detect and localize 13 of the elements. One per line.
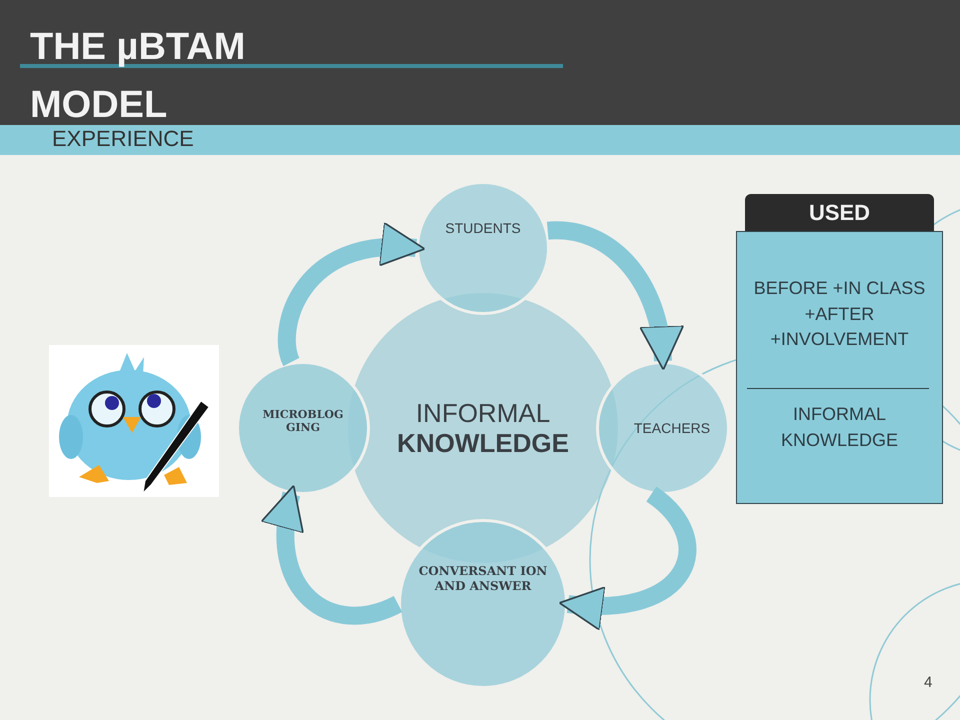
slide-title: THE µBTAM MODEL	[30, 25, 246, 128]
node-label: TEACHERS	[632, 420, 710, 436]
curved-arrow	[278, 224, 426, 365]
card-text: BEFORE +IN CLASS +AFTER +INVOLVEMENT	[752, 277, 926, 351]
card-text: INFORMAL KNOWLEDGE	[780, 403, 900, 452]
center-title: KNOWLEDGE	[397, 428, 569, 458]
node-label: CONVERSANT ION AND ANSWER	[418, 564, 548, 594]
page-number: 4	[924, 674, 932, 691]
node-label: MICROBLOG GING	[262, 408, 344, 434]
slide-subtitle: EXPERIENCE	[52, 126, 194, 152]
center-title: INFORMAL	[416, 398, 550, 428]
node-label: STUDENTS	[445, 220, 521, 236]
card-heading: USED	[745, 194, 934, 232]
